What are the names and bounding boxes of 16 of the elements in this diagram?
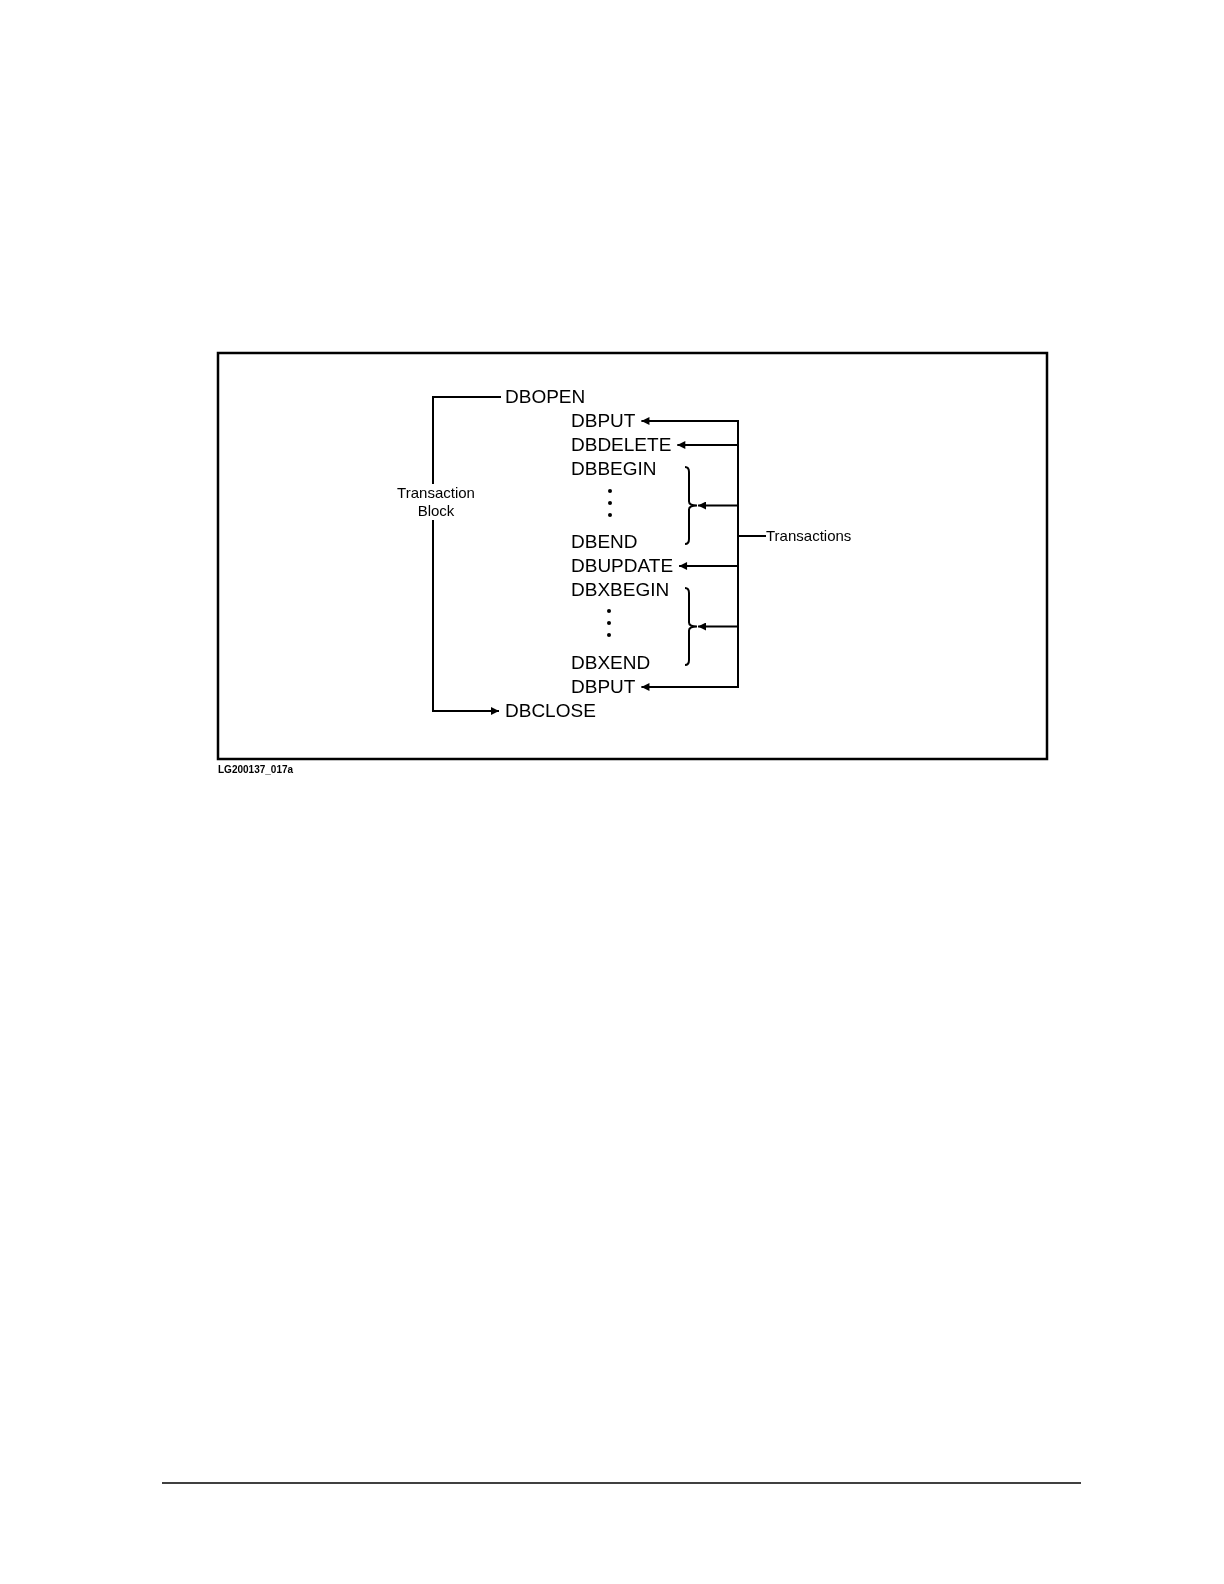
command-name: DBUPDATE: [569, 555, 676, 577]
command-name: DBXBEGIN: [569, 579, 672, 601]
command-name: DBXEND: [569, 652, 653, 674]
command-name: DBOPEN: [503, 386, 588, 408]
command-name: DBPUT: [569, 676, 638, 698]
connector-line: [432, 396, 502, 485]
command-name: DBEND: [569, 531, 640, 553]
figure-id: LG200137_017a: [218, 764, 294, 775]
command-name: DBDELETE: [569, 434, 674, 456]
command-name: DBBEGIN: [569, 458, 659, 480]
command-name: DBCLOSE: [503, 700, 598, 722]
annotation-text: Transactions: [766, 527, 852, 545]
arrow: [640, 535, 767, 691]
command-name: DBPUT: [569, 410, 638, 432]
annotation-text: Transaction Block: [392, 484, 480, 520]
arrow: [432, 519, 500, 715]
